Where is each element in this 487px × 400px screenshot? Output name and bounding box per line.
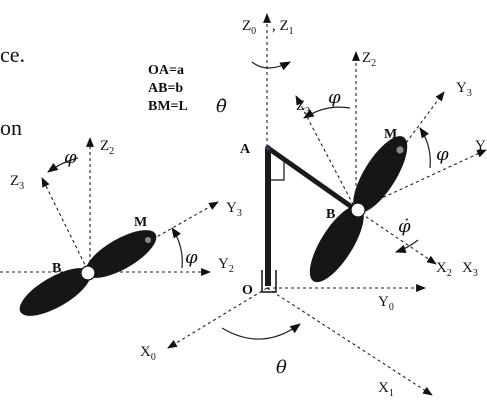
phi-dot-arc [394, 239, 419, 254]
fragment-text-2: on [0, 115, 22, 140]
label-m: M [384, 127, 397, 142]
x2-label: X2 [436, 260, 452, 279]
main-propeller [309, 136, 408, 283]
label-o: O [242, 283, 253, 298]
phi-right-symbol: φ [436, 144, 449, 165]
x2-x3-axis [355, 209, 437, 265]
left-phi-arc-top [47, 157, 79, 173]
theta-dot-arc [251, 61, 291, 71]
theta-dot-symbol: θ̇ [216, 96, 227, 117]
left-point-m [144, 236, 152, 244]
left-phi-arc-bottom [171, 227, 183, 269]
left-z3-label: Z3 [10, 173, 24, 192]
x3-label: X3 [462, 260, 478, 279]
left-label-b: B [52, 261, 61, 276]
theta-symbol: θ [276, 357, 287, 378]
z3-label: Z3 [296, 98, 310, 117]
link-ab [266, 145, 358, 213]
theta-arc [221, 323, 301, 340]
definition-bm: BM=L [148, 99, 188, 114]
x1-axis [266, 287, 433, 396]
left-phi-bottom: φ [185, 247, 198, 268]
phi-top-symbol: φ [328, 87, 341, 108]
left-y2-label: Y2 [218, 256, 234, 275]
y0-label: Y0 [378, 294, 394, 313]
z0-label: Z0 [242, 18, 256, 37]
definition-ab: AB=b [148, 81, 183, 96]
left-label-m: M [134, 215, 147, 230]
joint-a [265, 145, 271, 151]
left-y3-label: Y3 [226, 200, 242, 219]
x0-axis [167, 287, 268, 349]
definition-oa: OA=a [148, 63, 184, 78]
left-phi-top: φ [64, 147, 77, 168]
fragment-text-1: ce. [0, 42, 25, 67]
z2-label: Z2 [362, 50, 376, 69]
left-z2-label: Z2 [100, 138, 114, 157]
left-z3-axis [41, 177, 91, 276]
y3-label: Y3 [456, 80, 472, 99]
y-edge-label: Y [475, 138, 486, 154]
phi-arc-right [419, 127, 431, 169]
main-figure: Z0 , Z1 θ̇ Y0 X0 X1 θ A O B Z2 Z3 [140, 13, 487, 399]
z1-label: , Z1 [272, 18, 294, 37]
x1-label: X1 [378, 380, 394, 399]
x0-label: X0 [140, 344, 156, 363]
left-propeller [19, 230, 157, 316]
label-a: A [240, 142, 251, 157]
phi-dot-symbol: φ̇ [398, 216, 411, 237]
right-angle-marker [270, 162, 285, 181]
label-b: B [326, 207, 335, 222]
phi-arc-top [303, 106, 351, 119]
left-subfigure: Z2 Z3 Y3 Y2 φ φ B M [0, 137, 242, 316]
base-bracket [261, 270, 277, 293]
main-point-m [395, 145, 405, 155]
